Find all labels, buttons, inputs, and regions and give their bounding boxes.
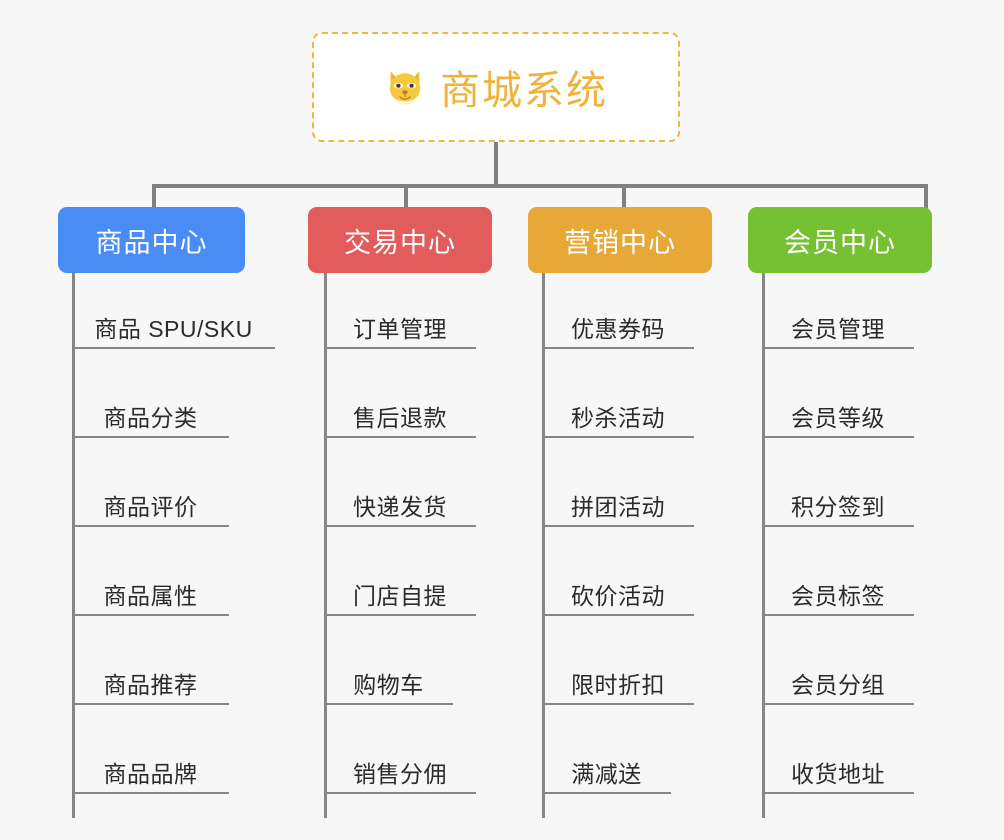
leaf-label: 快递发货: [353, 494, 447, 520]
leaf-label: 门店自提: [353, 583, 447, 609]
branch-spine-4: [762, 273, 765, 818]
leaf-item-1-6[interactable]: 商品品牌: [72, 748, 229, 794]
branch-header-3[interactable]: 营销中心: [528, 207, 712, 273]
leaf-label: 拼团活动: [571, 494, 665, 520]
leaf-label: 收货地址: [791, 761, 885, 787]
leaf-item-2-3[interactable]: 快递发货: [324, 481, 476, 527]
leaf-item-2-5[interactable]: 购物车: [324, 659, 453, 705]
shiba-dog-face-emoji: [384, 66, 426, 108]
leaf-item-4-6[interactable]: 收货地址: [762, 748, 914, 794]
leaf-label: 会员分组: [791, 672, 885, 698]
leaf-label: 会员等级: [791, 405, 885, 431]
leaf-label: 售后退款: [353, 405, 447, 431]
branch-header-1[interactable]: 商品中心: [58, 207, 245, 273]
leaf-item-1-5[interactable]: 商品推荐: [72, 659, 229, 705]
leaf-item-1-2[interactable]: 商品分类: [72, 392, 229, 438]
branch-header-3-label: 营销中心: [564, 227, 676, 258]
leaf-item-4-5[interactable]: 会员分组: [762, 659, 914, 705]
connector-drop-2: [404, 184, 408, 210]
branch-header-2-label: 交易中心: [344, 227, 456, 258]
leaf-item-2-1[interactable]: 订单管理: [324, 303, 476, 349]
connector-horizontal-bus: [152, 184, 928, 188]
branch-header-4[interactable]: 会员中心: [748, 207, 932, 273]
leaf-item-4-1[interactable]: 会员管理: [762, 303, 914, 349]
leaf-label: 商品 SPU/SKU: [94, 316, 253, 342]
leaf-item-4-2[interactable]: 会员等级: [762, 392, 914, 438]
leaf-item-4-4[interactable]: 会员标签: [762, 570, 914, 616]
leaf-item-3-3[interactable]: 拼团活动: [542, 481, 694, 527]
leaf-label: 商品分类: [103, 405, 198, 431]
leaf-item-2-2[interactable]: 售后退款: [324, 392, 476, 438]
leaf-label: 优惠券码: [571, 316, 665, 342]
leaf-label: 购物车: [353, 672, 424, 698]
leaf-label: 商品评价: [103, 494, 198, 520]
leaf-item-1-1[interactable]: 商品 SPU/SKU: [72, 303, 275, 349]
leaf-label: 满减送: [571, 761, 642, 787]
leaf-item-2-4[interactable]: 门店自提: [324, 570, 476, 616]
leaf-item-3-6[interactable]: 满减送: [542, 748, 671, 794]
leaf-item-3-5[interactable]: 限时折扣: [542, 659, 694, 705]
branch-spine-3: [542, 273, 545, 818]
leaf-label: 会员标签: [791, 583, 885, 609]
leaf-item-2-6[interactable]: 销售分佣: [324, 748, 476, 794]
connector-drop-1: [152, 184, 156, 210]
leaf-label: 会员管理: [791, 316, 885, 342]
root-node[interactable]: 商城系统: [312, 32, 680, 142]
branch-header-1-label: 商品中心: [95, 227, 208, 258]
leaf-label: 秒杀活动: [571, 405, 665, 431]
leaf-item-3-1[interactable]: 优惠券码: [542, 303, 694, 349]
root-title: 商城系统: [440, 69, 608, 113]
connector-drop-4: [924, 184, 928, 210]
branch-header-4-label: 会员中心: [784, 227, 896, 258]
leaf-label: 销售分佣: [353, 761, 447, 787]
leaf-item-3-2[interactable]: 秒杀活动: [542, 392, 694, 438]
leaf-label: 商品属性: [103, 583, 198, 609]
leaf-label: 商品推荐: [103, 672, 198, 698]
connector-root-stem: [494, 142, 498, 186]
leaf-label: 积分签到: [791, 494, 885, 520]
leaf-label: 订单管理: [353, 316, 447, 342]
leaf-label: 限时折扣: [571, 672, 665, 698]
leaf-item-4-3[interactable]: 积分签到: [762, 481, 914, 527]
branch-header-2[interactable]: 交易中心: [308, 207, 492, 273]
leaf-label: 砍价活动: [571, 583, 665, 609]
leaf-item-3-4[interactable]: 砍价活动: [542, 570, 694, 616]
leaf-item-1-4[interactable]: 商品属性: [72, 570, 229, 616]
branch-spine-2: [324, 273, 327, 818]
leaf-item-1-3[interactable]: 商品评价: [72, 481, 229, 527]
connector-drop-3: [622, 184, 626, 210]
branch-spine-1: [72, 273, 75, 818]
leaf-label: 商品品牌: [103, 761, 198, 787]
